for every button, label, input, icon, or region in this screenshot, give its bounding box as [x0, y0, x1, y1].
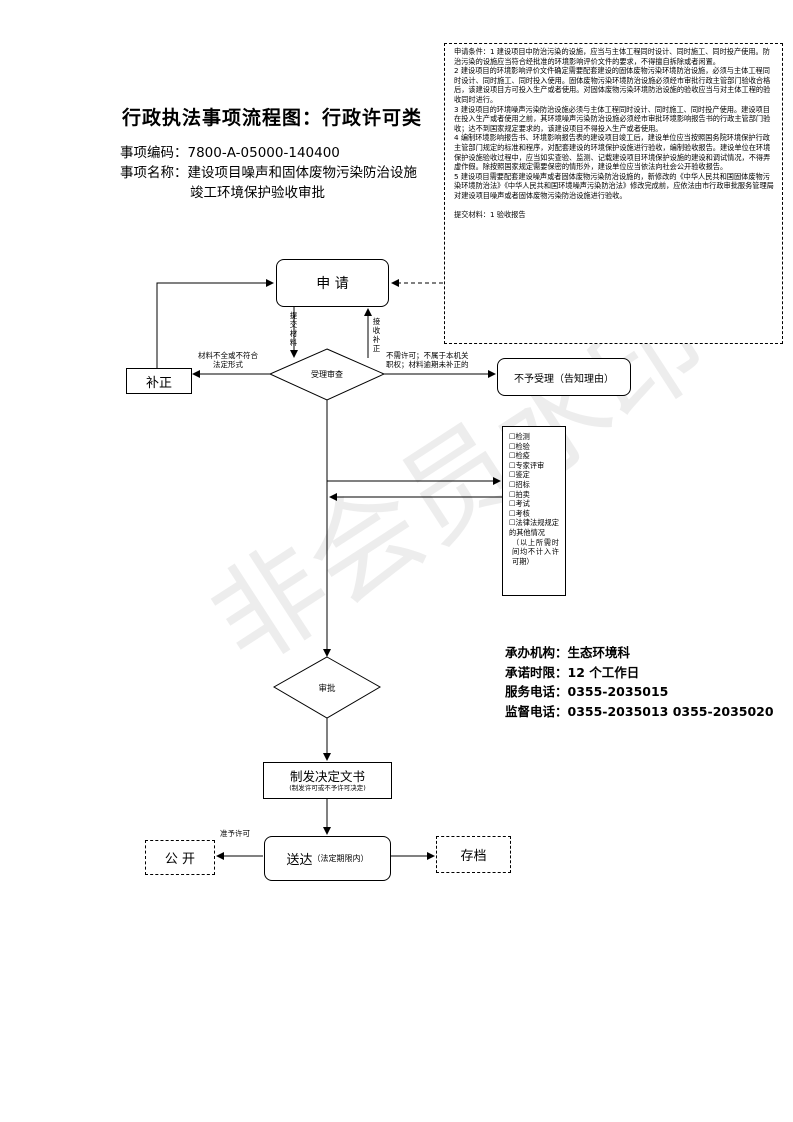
deliver-box: 送达（法定期限内）: [264, 836, 391, 881]
deliver-label: 送达: [286, 853, 313, 868]
review-label: 受理审查: [311, 370, 343, 379]
apply-box: 申 请: [276, 259, 389, 307]
correct-label: 补正: [145, 375, 172, 391]
archive-label: 存档: [460, 849, 487, 864]
publish-box: 公 开: [145, 840, 215, 875]
correct-box: 补正: [126, 368, 192, 394]
supervise-phone-line: 监督电话：0355-2035013 0355-2035020: [505, 703, 774, 719]
apply-label: 申 请: [316, 276, 349, 292]
decision-sub-label: (制发许可或不予许可决定): [289, 783, 366, 792]
review-diamond: [268, 348, 386, 401]
item-code: 7800-A-05000-140400: [187, 145, 340, 161]
page-title: 行政执法事项流程图：行政许可类: [122, 107, 423, 129]
service-phone-line: 服务电话：0355-2035015: [505, 684, 669, 699]
condition-4: 4 编制环境影响报告书、环境影响报告表的建设项目竣工后，建设单位应当按照国务院环…: [454, 133, 771, 172]
condition-2: 2 建设项目的环境影响评价文件确定需要配套建设的固体废物污染环境防治设施，必须与…: [454, 66, 771, 104]
info-block: 承办机构：生态环境科 承诺时限：12 个工作日 服务电话：0355-203501…: [505, 643, 774, 721]
reject-label: 不予受理（告知理由）: [514, 373, 614, 385]
item-name-line1: 建设项目噪声和固体废物污染防治设施: [187, 165, 418, 181]
item-code-row: 事项编码：7800-A-05000-140400: [120, 141, 340, 161]
special-procedures-box: ☐检测 ☐检验 ☐检疫 ☐专家评审 ☐鉴定 ☐招标 ☐拍卖 ☐考试 ☐考核 ☐法…: [502, 426, 566, 596]
approve-diamond: [272, 656, 382, 719]
approve-label: 审批: [318, 684, 336, 694]
condition-3: 3 建设项目的环境噪声污染防治设施必须与主体工程同时设计、同时施工、同时投产使用…: [454, 104, 771, 133]
condition-1: 申请条件：1 建设项目中防治污染的设施，应当与主体工程同时设计、同时施工、同时投…: [454, 47, 770, 66]
publish-label: 公 开: [164, 852, 196, 867]
org-line: 承办机构：生态环境科: [505, 645, 631, 660]
condition-5: 5 建设项目需要配套建设噪声或者固体废物污染防治设施的，新修改的《中华人民共和国…: [454, 171, 774, 200]
materials: 提交材料：1 验收报告: [454, 210, 526, 220]
item-name-row: 事项名称：建设项目噪声和固体废物污染防治设施: [120, 161, 417, 181]
incomplete-note: 材料不全或不符合 法定形式: [198, 351, 258, 369]
item-name-line2: 竣工环境保护验收审批: [190, 185, 325, 201]
time-limit-line: 承诺时限：12 个工作日: [505, 664, 640, 680]
reject-box: 不予受理（告知理由）: [497, 358, 631, 396]
decision-box: 制发决定文书 (制发许可或不予许可决定): [263, 762, 392, 799]
item-name-label: 事项名称：: [120, 165, 188, 181]
item-code-label: 事项编码：: [120, 145, 188, 161]
grant-note: 准予许可: [220, 829, 250, 838]
reject-note: 不需许可；不属于本机关 职权；材料逾期未补正的: [386, 351, 469, 369]
deliver-sub-label: （法定期限内）: [312, 854, 369, 863]
submit-materials-label: 提交材料: [289, 311, 298, 347]
conditions-box: 申请条件：1 建设项目中防治污染的设施，应当与主体工程同时设计、同时施工、同时投…: [444, 43, 783, 344]
decision-label: 制发决定文书: [289, 768, 365, 784]
archive-box: 存档: [436, 836, 511, 873]
receive-materials-label: 接收补正: [372, 317, 381, 353]
